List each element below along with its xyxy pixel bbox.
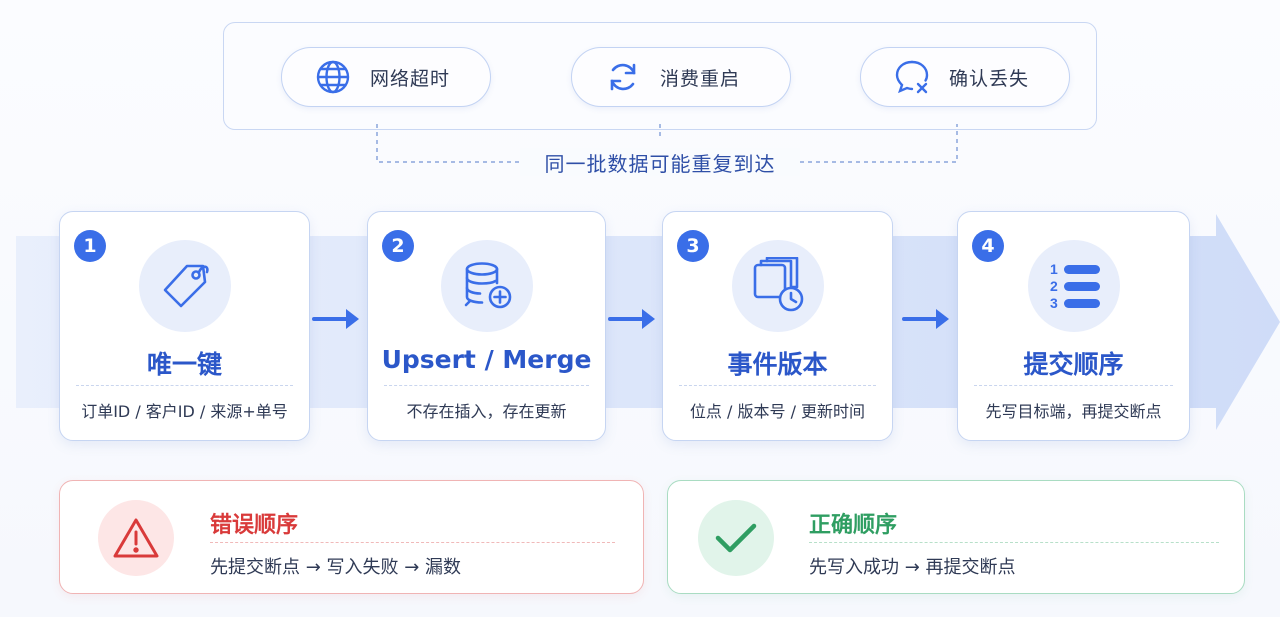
database-plus-icon xyxy=(440,240,533,332)
step-title: 唯一键 xyxy=(146,350,222,379)
cause-label: 确认丢失 xyxy=(949,67,1030,90)
step-desc: 位点 / 版本号 / 更新时间 xyxy=(689,402,866,421)
list-number: 2 xyxy=(1050,278,1058,294)
step-desc: 不存在插入，存在更新 xyxy=(406,402,567,421)
outcome-divider xyxy=(210,542,615,543)
outcome-wrong-order: 错误顺序 先提交断点 → 写入失败 → 漏数 xyxy=(59,480,644,594)
step-card-commit-order: 4 1 2 3 提交顺序 先写目标端，再提交断点 xyxy=(957,211,1190,441)
outcome-correct-order: 正确顺序 先写入成功 → 再提交断点 xyxy=(667,480,1245,594)
outcome-text: 先写入成功 → 再提交断点 xyxy=(809,557,1016,578)
outcome-title: 错误顺序 xyxy=(210,513,299,538)
step-desc: 先写目标端，再提交断点 xyxy=(985,402,1162,421)
step-card-unique-key: 1 唯一键 订单ID / 客户ID / 来源+单号 xyxy=(59,211,310,441)
warning-triangle-icon xyxy=(98,500,174,576)
step-card-event-version: 3 事件版本 位点 / 版本号 / 更新时间 xyxy=(662,211,893,441)
step-title: 提交顺序 xyxy=(1023,350,1124,379)
merge-label: 同一批数据可能重复到达 xyxy=(520,148,800,176)
step-number: 4 xyxy=(972,230,1004,262)
list-number: 3 xyxy=(1050,295,1058,311)
step-number: 2 xyxy=(382,230,414,262)
step-card-upsert: 2 Upsert / Merge 不存在插入，存在更新 xyxy=(367,211,606,441)
step-desc: 订单ID / 客户ID / 来源+单号 xyxy=(81,402,288,421)
step-title: 事件版本 xyxy=(727,350,828,379)
checkmark-icon xyxy=(698,500,774,576)
outcome-divider xyxy=(809,542,1219,543)
list-number: 1 xyxy=(1050,261,1058,277)
arrow-right-icon xyxy=(608,309,655,329)
step-divider xyxy=(974,385,1173,386)
cause-network-timeout: 网络超时 xyxy=(281,47,491,107)
step-divider xyxy=(679,385,876,386)
cause-label: 消费重启 xyxy=(660,67,741,90)
outcome-text: 先提交断点 → 写入失败 → 漏数 xyxy=(210,557,462,578)
causes-panel: 网络超时 消费重启 确认丢失 xyxy=(223,22,1097,130)
step-title: Upsert / Merge xyxy=(381,345,592,374)
step-number: 1 xyxy=(74,230,106,262)
tag-icon xyxy=(138,240,231,332)
cause-ack-lost: 确认丢失 xyxy=(860,47,1070,107)
arrow-right-icon xyxy=(312,309,359,329)
refresh-icon xyxy=(604,58,642,96)
outcome-title: 正确顺序 xyxy=(809,513,898,538)
stacked-versions-clock-icon xyxy=(731,240,824,332)
step-number: 3 xyxy=(677,230,709,262)
arrow-right-icon xyxy=(902,309,949,329)
cause-consumer-restart: 消费重启 xyxy=(571,47,791,107)
step-divider xyxy=(76,385,293,386)
globe-icon xyxy=(314,58,352,96)
cause-label: 网络超时 xyxy=(370,67,451,90)
numbered-list-icon: 1 2 3 xyxy=(1027,240,1120,332)
message-cross-icon xyxy=(893,58,931,96)
step-divider xyxy=(384,385,589,386)
